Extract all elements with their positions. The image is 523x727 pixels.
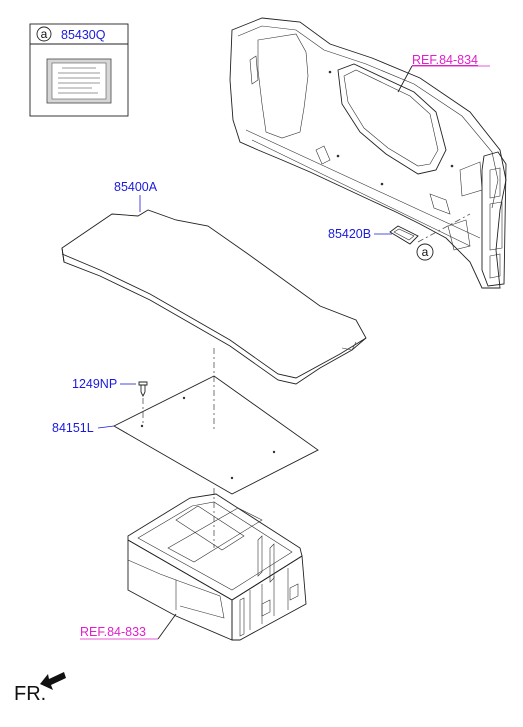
side-trim-panel-drawing [229,17,507,289]
callout-circle-a-letter: a [422,245,429,259]
part-label-84151L: 84151L [52,421,94,435]
legend-circle-letter: a [41,27,48,41]
part-label-85420B: 85420B [328,227,371,241]
screw-icon [138,381,148,398]
floor-panel-drawing [113,375,319,495]
label-sticker-icon [46,58,112,104]
legend-part-number: 85430Q [61,28,106,42]
part-label-85400A: 85400A [114,180,158,194]
legend-circle-marker [36,26,52,42]
callout-circle-a [416,243,434,261]
front-direction-label: FR. [14,683,46,705]
reference-top-label: REF.84-834 [412,53,478,67]
ref-bottom-leader [157,613,177,640]
legend-box: a 85430Q [29,23,129,117]
part-label-1249NP: 1249NP [72,377,117,391]
pad-85420B-drawing [389,225,419,245]
reference-bottom-label: REF.84-833 [80,625,146,639]
ref-top-leader [397,65,413,93]
front-direction-arrow-icon [40,672,66,690]
luggage-board-drawing [61,209,367,385]
storage-tray-drawing [127,493,307,641]
